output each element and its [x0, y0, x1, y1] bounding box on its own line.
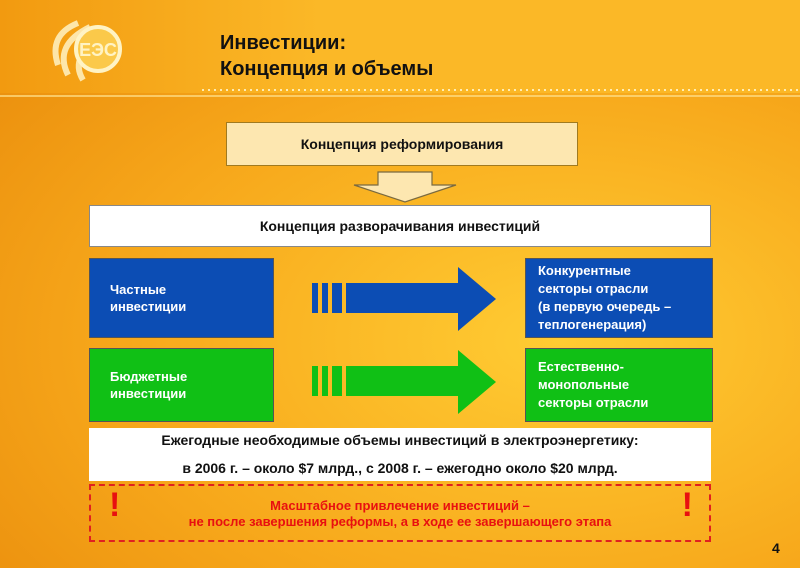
header-band	[0, 0, 800, 93]
private-investment-box: Частные инвестиции	[89, 258, 274, 338]
competitive-line-1: Конкурентные	[538, 263, 631, 278]
monopoly-line-2: монопольные	[538, 377, 630, 392]
warning-box: ! Масштабное привлечение инвестиций – не…	[89, 484, 711, 542]
volumes-line-2: в 2006 г. – около $7 млрд., с 2008 г. – …	[182, 460, 618, 476]
concept-deploy-box: Концепция разворачивания инвестиций	[89, 205, 711, 247]
monopoly-line-1: Естественно-	[538, 359, 624, 374]
page-number: 4	[772, 540, 780, 556]
private-investment-line-2: инвестиции	[110, 299, 187, 314]
competitive-sectors-box: Конкурентные секторы отрасли (в первую о…	[525, 258, 713, 338]
exclamation-left-icon: !	[109, 486, 121, 524]
competitive-line-3: (в первую очередь –	[538, 299, 672, 314]
private-investment-line-1: Частные	[110, 282, 167, 297]
exclamation-right-icon: !	[681, 486, 693, 524]
sun-logo-icon: ЕЭС	[52, 20, 122, 82]
monopoly-line-3: секторы отрасли	[538, 395, 649, 410]
header-dotted-line	[200, 88, 800, 92]
blue-arrow-icon	[312, 267, 496, 331]
page-title: Инвестиции: Концепция и объемы	[220, 30, 433, 82]
volumes-line-1: Ежегодные необходимые объемы инвестиций …	[161, 432, 639, 448]
title-line-2: Концепция и объемы	[220, 58, 434, 80]
logo-text: ЕЭС	[79, 40, 117, 60]
monopoly-sectors-box: Естественно- монопольные секторы отрасли	[525, 348, 713, 422]
budget-investment-line-2: инвестиции	[110, 386, 187, 401]
warning-line-2: не после завершения реформы, а в ходе ее…	[188, 514, 612, 529]
green-arrow-icon	[312, 350, 496, 414]
down-arrow-icon	[353, 171, 457, 203]
competitive-line-4: теплогенерация)	[538, 317, 647, 332]
header-divider	[0, 95, 800, 97]
budget-investment-box: Бюджетные инвестиции	[89, 348, 274, 422]
investment-volumes-box: Ежегодные необходимые объемы инвестиций …	[89, 428, 711, 481]
budget-investment-line-1: Бюджетные	[110, 369, 188, 384]
warning-line-1: Масштабное привлечение инвестиций –	[270, 498, 530, 513]
title-line-1: Инвестиции:	[220, 32, 347, 54]
competitive-line-2: секторы отрасли	[538, 281, 649, 296]
concept-reform-box: Концепция реформирования	[226, 122, 578, 166]
